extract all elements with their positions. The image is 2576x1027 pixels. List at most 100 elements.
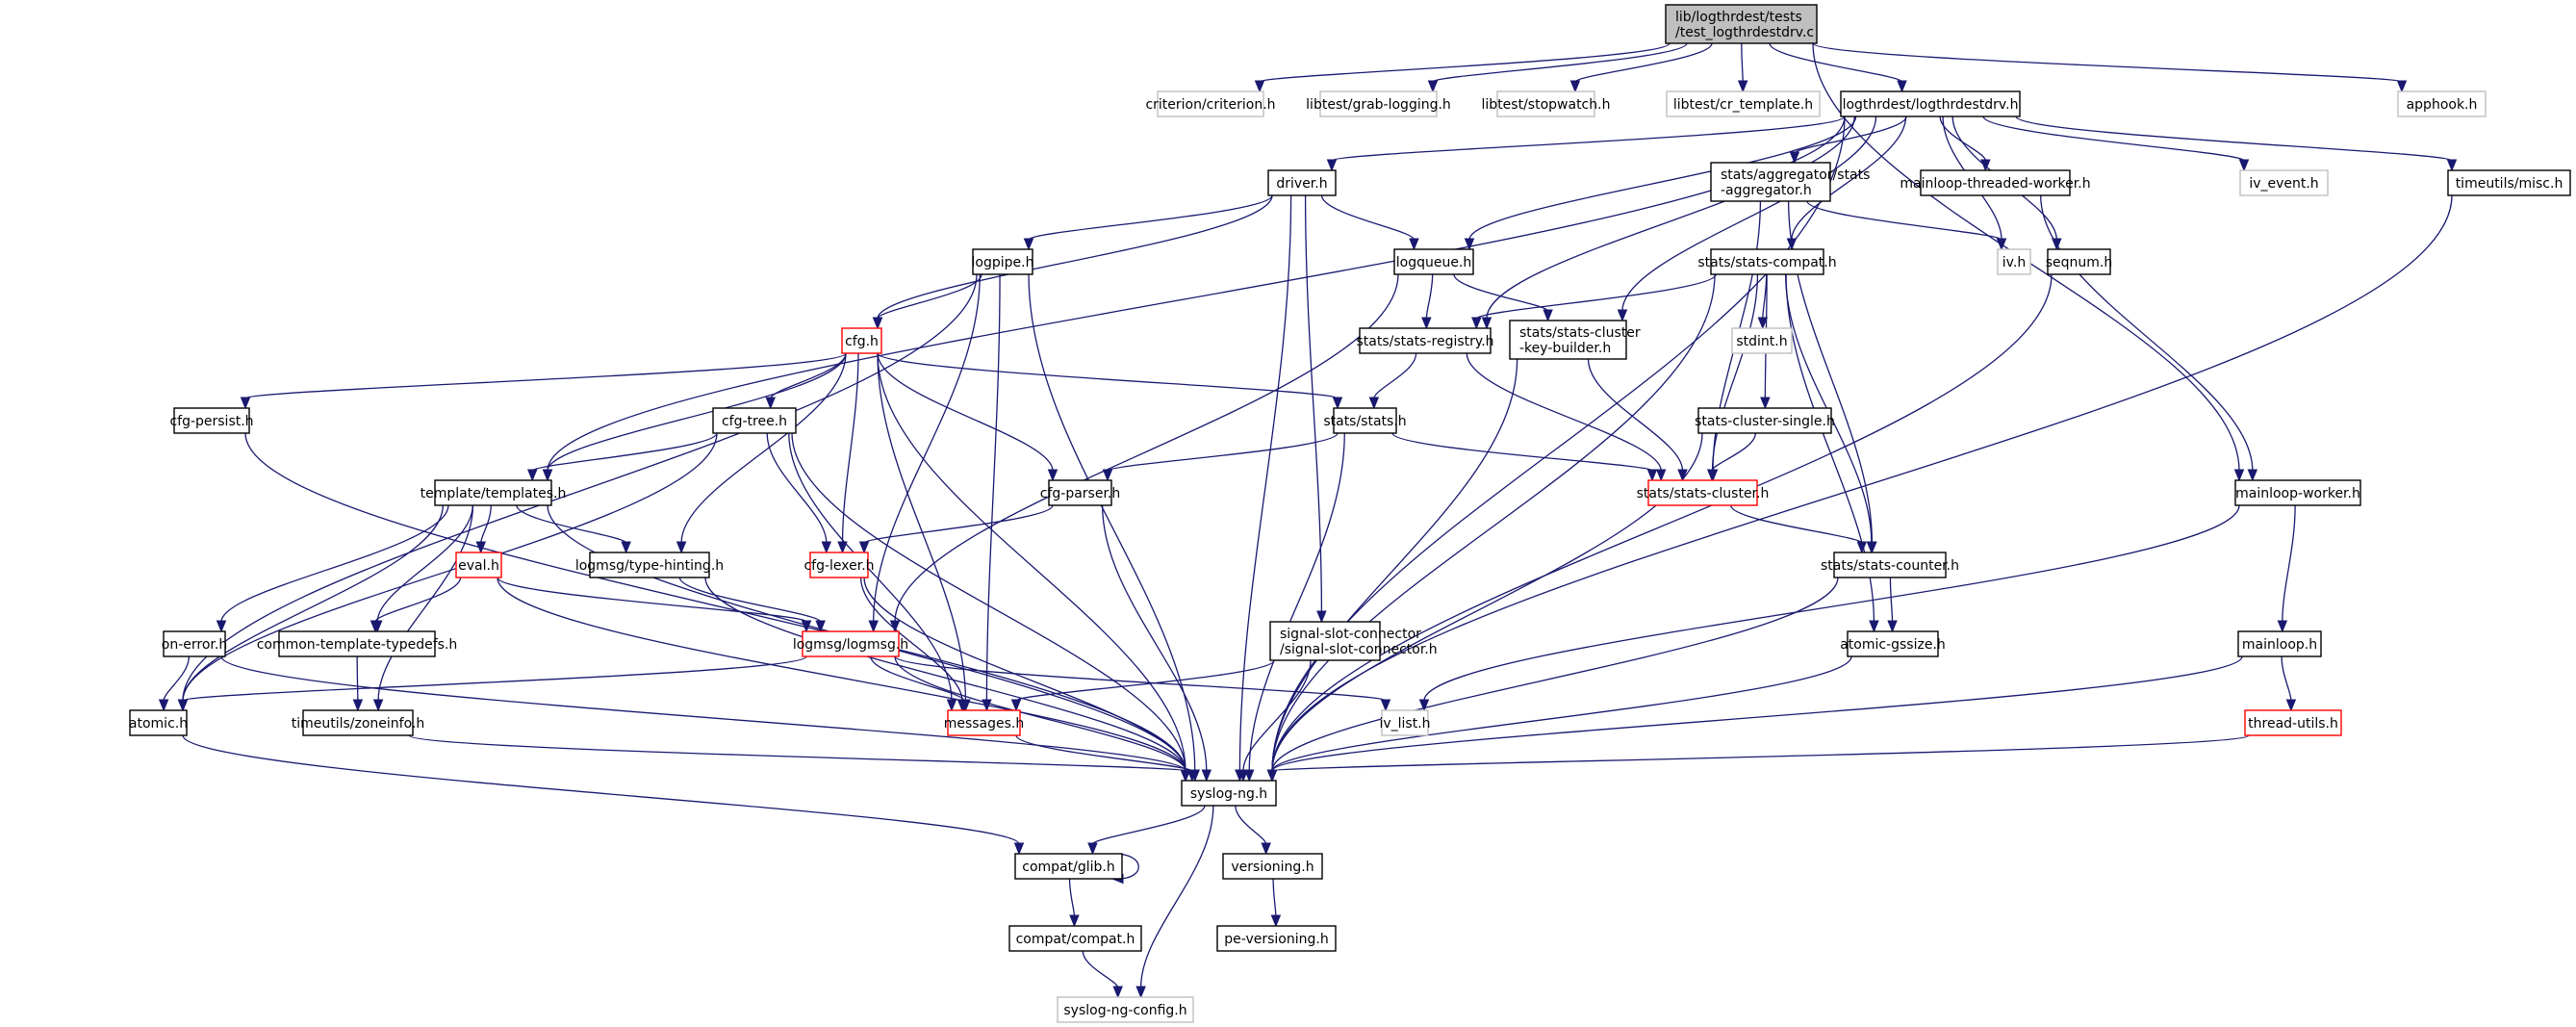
edge-line <box>182 273 978 702</box>
node-gssize[interactable]: atomic-gssize.h <box>1840 630 1946 657</box>
node-typehinting[interactable]: logmsg/type-hinting.h <box>575 552 724 578</box>
node-mlworker[interactable]: mainloop-worker.h <box>2234 479 2361 506</box>
node-ivh[interactable]: iv.h <box>1997 248 2031 275</box>
node-box <box>1057 996 1194 1023</box>
node-versioning[interactable]: versioning.h <box>1222 853 1323 880</box>
node-clustersingle[interactable]: stats-cluster-single.h <box>1695 407 1835 434</box>
edge-logthrdestdrv-to-statsregistry <box>1481 116 1855 330</box>
edge-logthrdestdrv-to-mlthreaded <box>1939 116 1991 172</box>
node-label: logmsg/logmsg.h <box>793 637 908 653</box>
node-apphook[interactable]: apphook.h <box>2397 90 2487 117</box>
node-statscompat[interactable]: stats/stats-compat.h <box>1697 248 1837 275</box>
node-grablog[interactable]: libtest/grab-logging.h <box>1306 90 1451 117</box>
arrowhead-icon <box>1261 842 1271 856</box>
edge-driver-to-logpipe <box>1023 194 1273 251</box>
node-cfgparser[interactable]: cfg-parser.h <box>1040 479 1121 506</box>
edge-line <box>877 194 1273 320</box>
node-statsregistry[interactable]: stats/stats-registry.h <box>1356 327 1494 354</box>
edge-line <box>1113 853 1139 880</box>
arrowhead-icon <box>815 620 826 633</box>
node-keybuilder[interactable]: stats/stats-cluster-key-builder.h <box>1509 320 1641 360</box>
edge-line <box>182 655 807 702</box>
node-mlthreaded[interactable]: mainloop-threaded-worker.h <box>1900 169 2091 196</box>
node-cfgpersist[interactable]: cfg-persist.h <box>169 407 254 434</box>
edge-line <box>1486 116 1855 320</box>
node-cfgtree[interactable]: cfg-tree.h <box>712 407 797 434</box>
edge-line <box>1791 116 1907 241</box>
node-driver[interactable]: driver.h <box>1267 169 1337 196</box>
node-peversioning[interactable]: pe-versioning.h <box>1216 925 1337 952</box>
node-cfglexer[interactable]: cfg-lexer.h <box>803 552 875 578</box>
edge-line <box>1028 273 1196 772</box>
node-label: cfg-parser.h <box>1040 486 1121 501</box>
arrowhead-icon <box>1869 620 1879 633</box>
node-statscluster[interactable]: stats/stats-cluster.h <box>1637 479 1770 506</box>
node-templates[interactable]: template/templates.h <box>421 479 567 506</box>
edge-cfg-to-cfgpersist <box>240 352 847 410</box>
node-ctypedefs[interactable]: common-template-typedefs.h <box>257 630 458 657</box>
edge-line <box>678 577 822 623</box>
node-cfg[interactable]: cfg.h <box>841 327 882 354</box>
arrowhead-icon <box>872 317 883 330</box>
node-seqnum[interactable]: seqnum.h <box>2046 248 2113 275</box>
node-label: template/templates.h <box>421 486 567 501</box>
node-eval[interactable]: eval.h <box>455 552 502 578</box>
node-logmsg[interactable]: logmsg/logmsg.h <box>793 630 908 657</box>
node-crtemplate[interactable]: libtest/cr_template.h <box>1666 90 1821 117</box>
arrowhead-icon <box>821 541 832 554</box>
node-syslogng[interactable]: syslog-ng.h <box>1181 780 1277 807</box>
node-ivevent[interactable]: iv_event.h <box>2239 169 2329 196</box>
node-root[interactable]: lib/logthrdest/tests/test_logthrdestdrv.… <box>1665 4 1818 44</box>
edge-line <box>841 352 859 544</box>
node-box <box>1920 169 2071 196</box>
node-ivlist[interactable]: iv_list.h <box>1379 709 1431 736</box>
node-label: stats-cluster-single.h <box>1695 414 1835 429</box>
arrowhead-icon <box>352 699 364 712</box>
arrowhead-icon <box>1464 238 1475 251</box>
node-sigslot[interactable]: signal-slot-connector/signal-slot-connec… <box>1269 621 1438 661</box>
arrowhead-icon <box>1418 699 1430 712</box>
edge-line <box>877 352 1339 399</box>
arrowhead-icon <box>1421 317 1432 330</box>
node-logthrdestdrv[interactable]: logthrdest/logthrdestdrv.h <box>1840 90 2021 117</box>
edge-line <box>1068 878 1076 917</box>
edge-templates-to-typehinting <box>516 504 631 554</box>
edge-line <box>1271 432 1703 772</box>
node-box <box>1008 925 1142 952</box>
node-timemisc[interactable]: timeutils/misc.h <box>2447 169 2571 196</box>
node-compatglib[interactable]: compat/glib.h <box>1014 853 1123 880</box>
arrowhead-icon <box>1887 620 1898 633</box>
node-config[interactable]: syslog-ng-config.h <box>1057 996 1194 1023</box>
node-aggregator[interactable]: stats/aggregator/stats-aggregator.h <box>1710 162 1870 202</box>
node-box <box>1267 169 1337 196</box>
node-label: stats/stats-registry.h <box>1356 334 1493 349</box>
arrowhead-icon <box>1243 769 1255 783</box>
node-threadutils[interactable]: thread-utils.h <box>2244 709 2342 736</box>
edge-mlworker-to-mainloop <box>2277 504 2296 633</box>
node-compat[interactable]: compat/compat.h <box>1008 925 1142 952</box>
node-stats[interactable]: stats/stats.h <box>1323 407 1407 434</box>
node-logpipe[interactable]: logpipe.h <box>972 248 1034 275</box>
node-logqueue[interactable]: logqueue.h <box>1393 248 1474 275</box>
node-label: lib/logthrdest/tests <box>1675 10 1802 25</box>
edge-root-to-grablog <box>1427 42 1688 93</box>
node-onerror[interactable]: on-error.h <box>162 630 227 657</box>
edge-line <box>680 352 847 544</box>
node-mainloop[interactable]: mainloop.h <box>2237 630 2322 657</box>
edge-stats-to-cfgparser <box>1102 432 1339 482</box>
arrowhead-icon <box>1980 159 1991 172</box>
arrowhead-icon <box>946 699 957 712</box>
node-stdint[interactable]: stdint.h <box>1731 327 1793 354</box>
node-atomic[interactable]: atomic.h <box>129 709 188 736</box>
node-label: iv.h <box>2002 255 2026 270</box>
node-messages[interactable]: messages.h <box>944 709 1025 736</box>
node-box <box>2047 248 2111 275</box>
node-zoneinfo[interactable]: timeutils/zoneinfo.h <box>292 709 425 736</box>
node-stopwatch[interactable]: libtest/stopwatch.h <box>1482 90 1611 117</box>
node-criterion[interactable]: criterion/criterion.h <box>1145 90 1276 117</box>
node-statscounter[interactable]: stats/stats-counter.h <box>1821 552 1959 578</box>
edge-line <box>1082 950 1119 988</box>
edge-root-to-apphook <box>1812 42 2408 93</box>
edge-line <box>1015 659 1275 702</box>
node-box <box>802 630 900 657</box>
